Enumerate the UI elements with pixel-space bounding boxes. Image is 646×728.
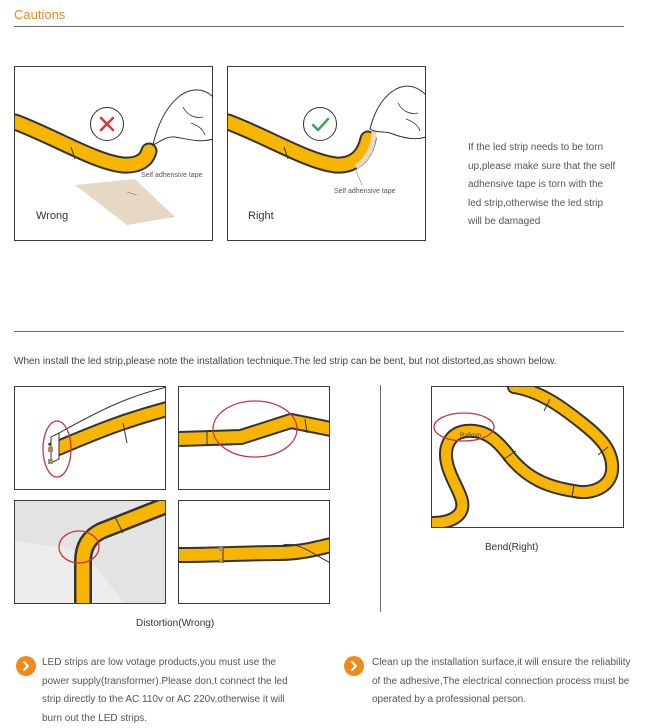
note-bullet-1 [16, 656, 36, 676]
panel-label-right: Right [248, 210, 274, 222]
tear-note-line: led strip,otherwise the led strip [468, 197, 604, 209]
distortion-panel-4 [178, 500, 330, 604]
note-line: of the adhesive,The electrical connectio… [372, 675, 630, 687]
adhesive-tape-shape [75, 179, 175, 225]
note-line: operated by a professional person. [372, 694, 526, 705]
wrong-status-icon [90, 107, 124, 141]
note-installation-surface: Clean up the installation surface,it wil… [372, 654, 644, 710]
tape-panel-right: Self adhensive tape Right [227, 66, 426, 241]
panel-label-wrong: Wrong [36, 210, 69, 222]
note-bullet-2 [344, 656, 364, 676]
tape-panel-wrong: Self adhensive tape Wrong [14, 66, 213, 241]
chevron-right-icon [23, 661, 29, 671]
tear-note: If the led strip needs to be torn up,ple… [468, 139, 633, 232]
tape-label-right: Self adhensive tape [334, 188, 396, 195]
note-line: burn out the LED strips. [42, 712, 148, 724]
section-divider [14, 331, 624, 332]
note-power-supply: LED strips are low votage products,you m… [42, 654, 332, 728]
right-status-icon [303, 107, 337, 141]
distortion-panel-2 [178, 386, 330, 490]
radius-label: R>5mm [460, 433, 482, 439]
tear-note-line: up,please make sure that the self [468, 160, 616, 172]
chevron-right-icon [351, 661, 357, 671]
install-intro: When install the led strip,please note t… [14, 356, 557, 367]
tear-note-line: will be damaged [468, 216, 541, 227]
note-line: power supply(transformer).Please don,t c… [42, 675, 288, 687]
distortion-panel-1 [14, 386, 166, 490]
note-line: Clean up the installation surface,it wil… [372, 657, 631, 668]
tear-note-line: If the led strip needs to be torn [468, 142, 604, 153]
vertical-divider [380, 385, 381, 612]
title-divider [14, 26, 624, 27]
check-icon [311, 117, 330, 132]
tape-label-wrong: Self adhensive tape [141, 172, 203, 179]
note-line: LED strips are low votage products,you m… [42, 657, 277, 668]
distortion-panel-3 [14, 500, 166, 604]
page-title: Cautions [14, 7, 66, 22]
note-line: strip directly to the AC 110v or AC 220v… [42, 694, 285, 705]
cross-icon [99, 116, 115, 132]
bend-panel: R>5mm [431, 386, 624, 528]
tear-note-line: adhensive tape is torn with the [468, 179, 604, 190]
distortion-caption: Distortion(Wrong) [136, 618, 215, 629]
bend-caption: Bend(Right) [485, 542, 539, 553]
